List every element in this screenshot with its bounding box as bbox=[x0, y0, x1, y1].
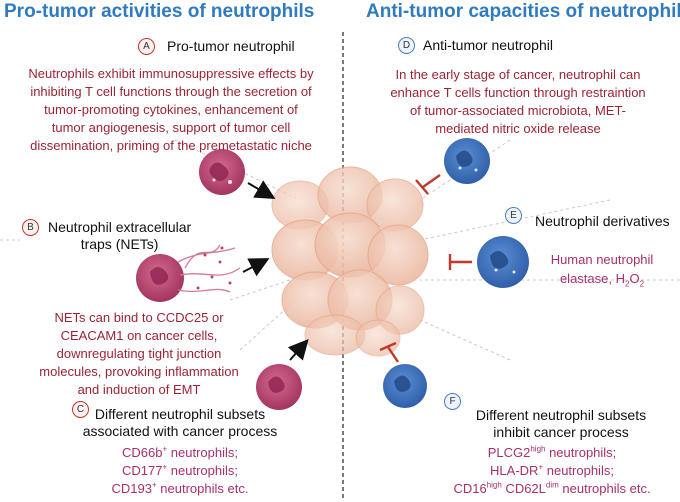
neutrophil-subset-c bbox=[256, 364, 302, 410]
panel-e-description: Human neutrophil elastase, H2O2 bbox=[550, 252, 654, 289]
inhibit-bars bbox=[379, 174, 472, 363]
neutrophil-subset-f bbox=[383, 364, 427, 408]
tumor-cluster bbox=[271, 166, 429, 357]
pro-tumor-neutrophil-a bbox=[199, 149, 245, 195]
panel-b-description: NETs can bind to CCDC25 or CEACAM1 on ca… bbox=[39, 310, 239, 397]
panel-d-description: In the early stage of cancer, neutrophil… bbox=[390, 67, 646, 136]
panel-b-title: Neutrophil extracellular traps (NETs) bbox=[48, 219, 192, 252]
panel-f-title: Different neutrophil subsets inhibit can… bbox=[475, 407, 647, 440]
right-header: Anti-tumor capacities of neutrophils bbox=[366, 1, 680, 22]
anti-tumor-neutrophil-d bbox=[444, 138, 490, 184]
panel-a-description: Neutrophils exhibit immunosuppressive ef… bbox=[28, 66, 314, 153]
net-neutrophil-b bbox=[136, 244, 241, 302]
badge-d: D bbox=[398, 37, 415, 54]
badge-b: B bbox=[22, 219, 39, 236]
panel-c-title: Different neutrophil subsets associated … bbox=[82, 406, 278, 439]
badge-e: E bbox=[505, 207, 522, 224]
panel-d-title: Anti-tumor neutrophil bbox=[423, 37, 553, 53]
panel-f-markers: PLCG2high neutrophils; HLA-DR+ neutrophi… bbox=[453, 444, 651, 496]
panel-e-title: Neutrophil derivatives bbox=[535, 213, 670, 229]
badge-a: A bbox=[138, 38, 155, 55]
promote-arrows bbox=[242, 180, 309, 361]
panel-a-title: Pro-tumor neutrophil bbox=[167, 38, 295, 54]
badge-f: F bbox=[444, 393, 461, 410]
neutrophil-derivatives-e bbox=[477, 236, 529, 288]
panel-c-markers: CD66b+ neutrophils; CD177+ neutrophils; … bbox=[111, 444, 249, 496]
left-header: Pro-tumor activities of neutrophils bbox=[4, 1, 315, 22]
badge-c: C bbox=[72, 401, 89, 418]
